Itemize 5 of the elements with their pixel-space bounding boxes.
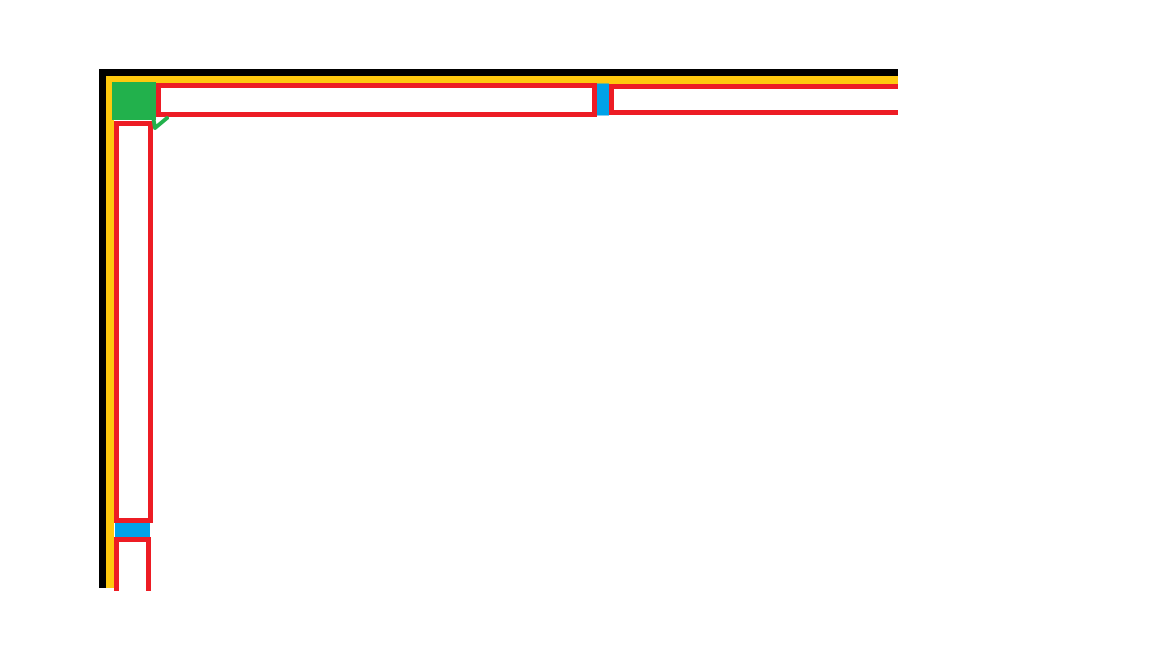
- corner-square: [112, 82, 156, 120]
- outlined-rectangle: [156, 83, 597, 117]
- connector: [597, 83, 609, 116]
- outlined-rectangle: [114, 121, 153, 523]
- connector: [115, 523, 150, 537]
